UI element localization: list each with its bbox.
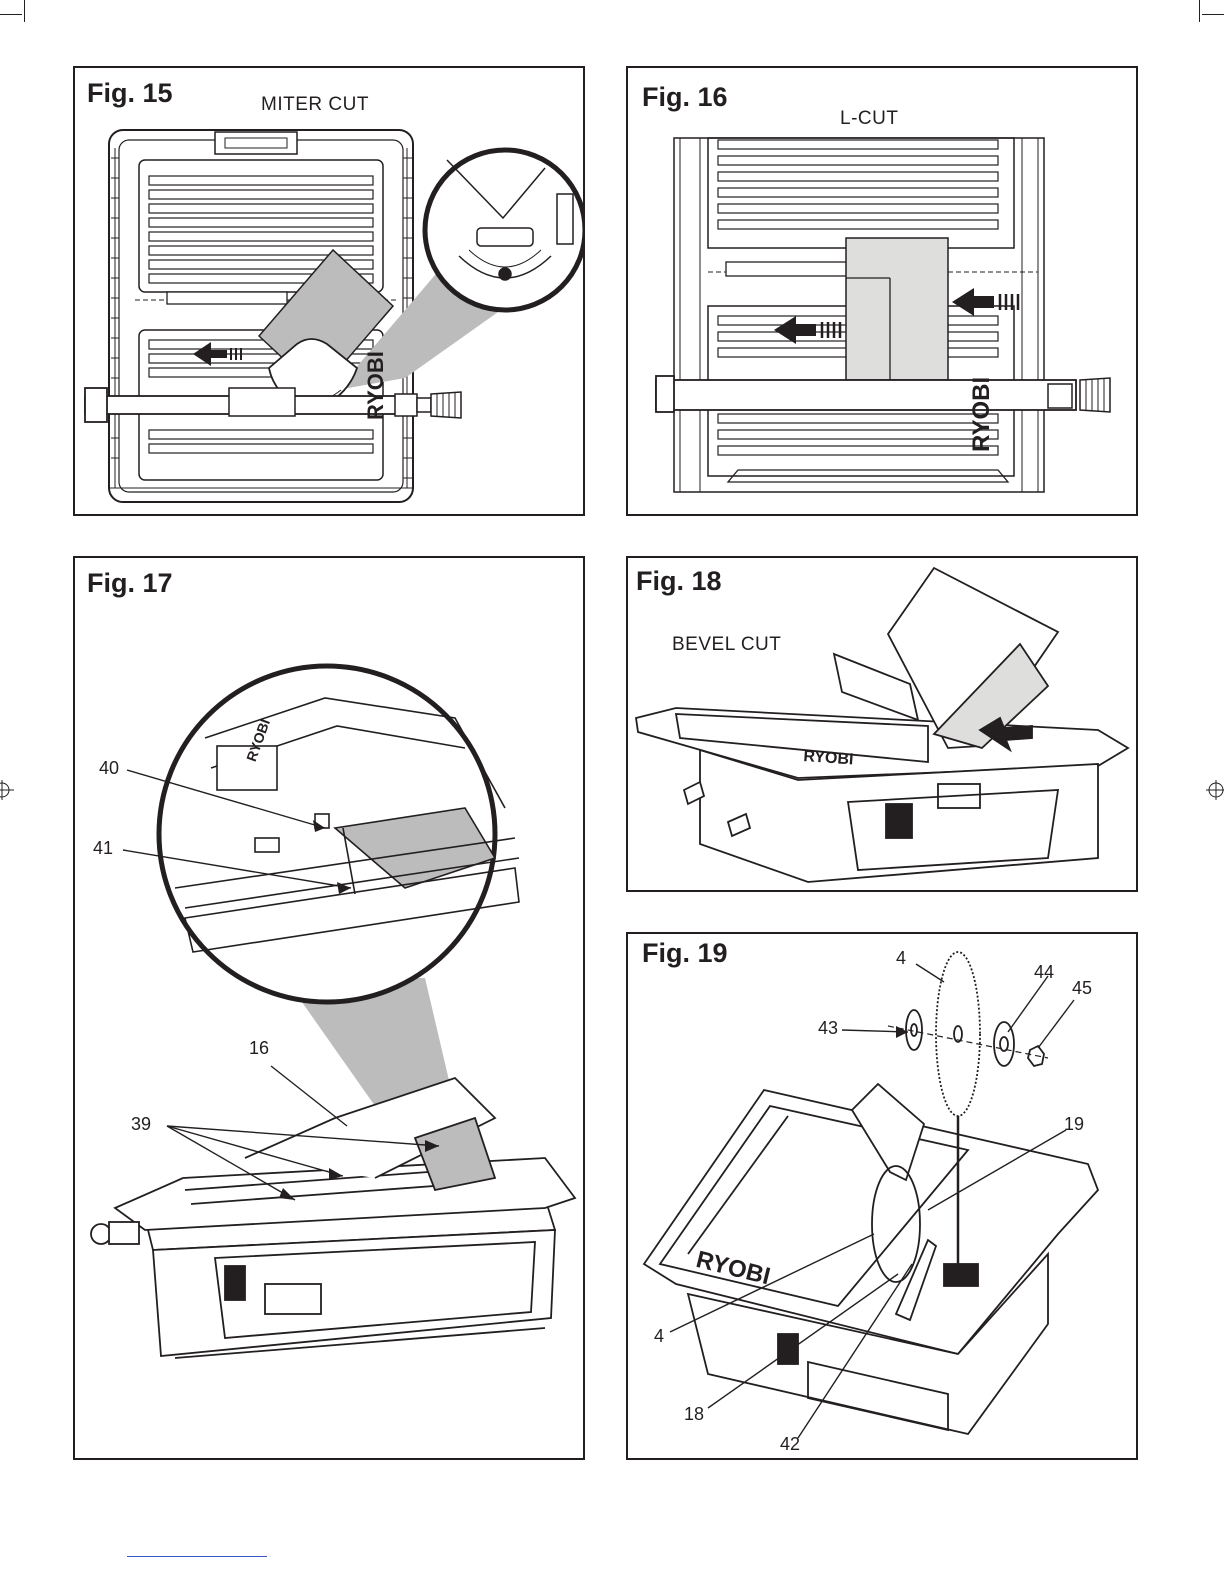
callout-4-lower: 4 <box>654 1326 664 1347</box>
blade-install-illustration <box>628 934 1138 1460</box>
bevel-adjust-illustration <box>75 558 585 1460</box>
callout-16: 16 <box>249 1038 269 1059</box>
registration-mark-left <box>0 778 18 802</box>
brand-label: RYOBI <box>803 748 854 769</box>
brand-label: RYOBI <box>968 377 996 452</box>
figure-caption: L-CUT <box>840 108 898 130</box>
crop-mark <box>0 14 22 15</box>
l-cut-illustration <box>628 68 1138 516</box>
callout-40: 40 <box>99 758 119 779</box>
figure-17: Fig. 17 40 41 16 39 RYOBI <box>73 556 585 1460</box>
figure-19: Fig. 19 4 44 45 43 19 4 18 42 RYOBI <box>626 932 1138 1460</box>
figure-title: Fig. 15 <box>87 78 173 109</box>
figure-caption: BEVEL CUT <box>672 634 781 656</box>
figure-caption: MITER CUT <box>261 94 369 116</box>
saw-body <box>91 1078 575 1358</box>
callout-44: 44 <box>1034 962 1054 983</box>
figure-title: Fig. 19 <box>642 938 728 969</box>
brand-label: RYOBI <box>363 351 389 420</box>
registration-mark-right <box>1202 778 1224 802</box>
figure-title: Fig. 16 <box>642 82 728 113</box>
figure-18: Fig. 18 BEVEL CUT RYOBI <box>626 556 1138 892</box>
miter-cut-illustration <box>75 68 585 516</box>
callout-42: 42 <box>780 1434 800 1455</box>
callout-45: 45 <box>1072 978 1092 999</box>
callout-4: 4 <box>896 948 906 969</box>
callout-18: 18 <box>684 1404 704 1425</box>
callout-39: 39 <box>131 1114 151 1135</box>
callout-41: 41 <box>93 838 113 859</box>
crop-mark <box>24 0 25 22</box>
figure-16: Fig. 16 L-CUT RYOBI <box>626 66 1138 516</box>
bevel-cut-illustration <box>628 558 1138 892</box>
callout-43: 43 <box>818 1018 838 1039</box>
figure-title: Fig. 18 <box>636 566 722 597</box>
figure-title: Fig. 17 <box>87 568 173 599</box>
callout-19: 19 <box>1064 1114 1084 1135</box>
footer-rule <box>127 1556 267 1557</box>
crop-mark <box>1202 14 1224 15</box>
crop-mark <box>1199 0 1200 22</box>
figure-15: Fig. 15 MITER CUT RYOBI <box>73 66 585 516</box>
